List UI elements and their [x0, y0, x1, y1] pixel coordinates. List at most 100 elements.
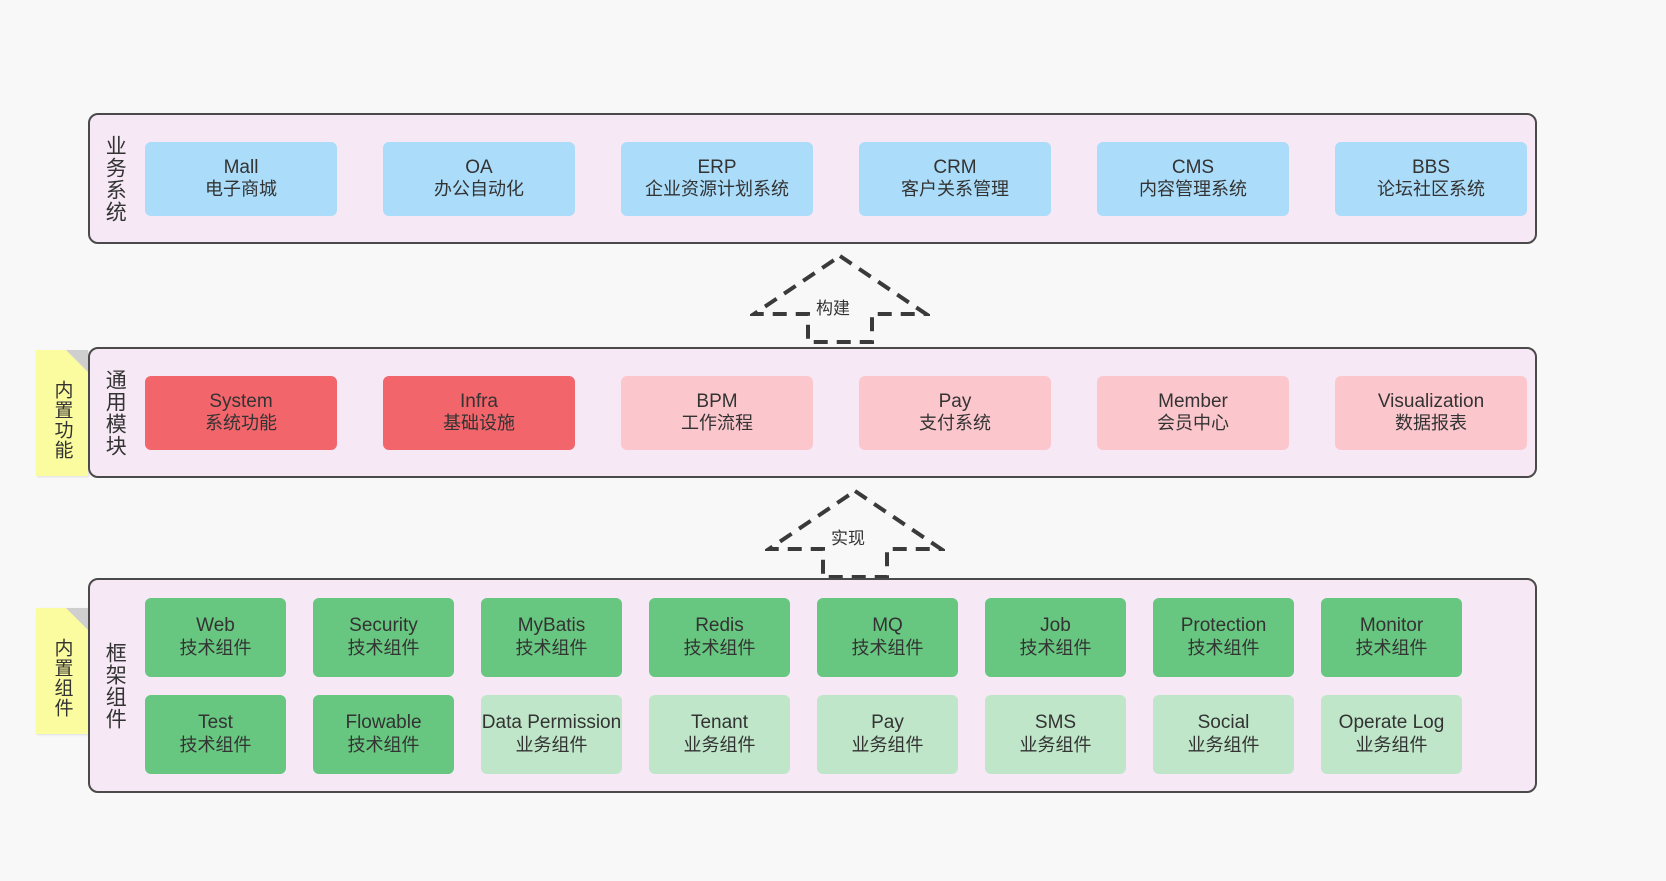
- node-desc: 支付系统: [919, 413, 991, 434]
- layer-business-system: 业务系统 Mall 电子商城 OA 办公自动化 ERP 企业资源计划系统 CRM…: [88, 113, 1537, 244]
- node-desc: 技术组件: [179, 637, 252, 658]
- node-name: System: [209, 390, 273, 412]
- node-name: Redis: [695, 615, 744, 637]
- arrow-implement-label: 实现: [831, 529, 865, 548]
- node-name: Flowable: [345, 712, 422, 734]
- node-name: Pay: [871, 712, 904, 734]
- node-security[interactable]: Security 技术组件: [313, 597, 454, 677]
- node-system[interactable]: System 系统功能: [145, 375, 337, 450]
- layer-title-modules: 通用模块: [103, 368, 127, 457]
- node-name: Job: [1040, 615, 1071, 637]
- node-name: OA: [465, 156, 493, 178]
- node-desc: 业务组件: [851, 734, 924, 755]
- node-desc: 业务组件: [1019, 734, 1092, 755]
- node-desc: 数据报表: [1395, 413, 1467, 434]
- node-name: BBS: [1411, 156, 1451, 178]
- node-name: Tenant: [690, 712, 749, 734]
- node-bpm[interactable]: BPM 工作流程: [621, 375, 813, 450]
- node-desc: 工作流程: [681, 413, 753, 434]
- node-test[interactable]: Test 技术组件: [145, 694, 286, 774]
- node-pay-module[interactable]: Pay 支付系统: [859, 375, 1051, 450]
- node-job[interactable]: Job 技术组件: [985, 597, 1126, 677]
- node-name: Pay: [938, 390, 972, 412]
- node-name: MyBatis: [517, 615, 586, 637]
- node-mall[interactable]: Mall 电子商城: [145, 141, 337, 216]
- node-infra[interactable]: Infra 基础设施: [383, 375, 575, 450]
- node-name: Visualization: [1377, 390, 1485, 412]
- layer-common-modules: 通用模块 System 系统功能 Infra 基础设施 BPM 工作流程 Pay…: [88, 347, 1537, 478]
- node-desc: 技术组件: [515, 637, 588, 658]
- node-pay-component[interactable]: Pay 业务组件: [817, 694, 958, 774]
- node-name: Operate Log: [1338, 712, 1445, 734]
- layer-row: Web 技术组件 Security 技术组件 MyBatis 技术组件 Redi…: [138, 597, 1525, 677]
- sticky-note-label: 内置功能: [51, 380, 73, 460]
- node-desc: 论坛社区系统: [1377, 179, 1485, 200]
- node-desc: 技术组件: [851, 637, 924, 658]
- layer-title-business: 业务系统: [103, 134, 127, 223]
- layer-row: Test 技术组件 Flowable 技术组件 Data Permission …: [138, 694, 1525, 774]
- node-desc: 业务组件: [683, 734, 756, 755]
- node-flowable[interactable]: Flowable 技术组件: [313, 694, 454, 774]
- layer-row: Mall 电子商城 OA 办公自动化 ERP 企业资源计划系统 CRM 客户关系…: [138, 141, 1527, 216]
- node-desc: 技术组件: [1019, 637, 1092, 658]
- layer-body-framework: Web 技术组件 Security 技术组件 MyBatis 技术组件 Redi…: [138, 580, 1535, 791]
- node-name: Social: [1197, 712, 1250, 734]
- node-desc: 业务组件: [515, 734, 588, 755]
- node-data-permission[interactable]: Data Permission 业务组件: [481, 694, 622, 774]
- node-name: Protection: [1180, 615, 1267, 637]
- node-desc: 技术组件: [1355, 637, 1428, 658]
- node-name: Member: [1158, 390, 1228, 412]
- node-name: ERP: [697, 156, 737, 178]
- layer-body-modules: System 系统功能 Infra 基础设施 BPM 工作流程 Pay 支付系统…: [138, 349, 1537, 476]
- node-desc: 技术组件: [683, 637, 756, 658]
- node-name: Security: [349, 615, 418, 637]
- node-visualization[interactable]: Visualization 数据报表: [1335, 375, 1527, 450]
- node-name: Web: [196, 615, 235, 637]
- node-desc: 技术组件: [347, 734, 420, 755]
- node-redis[interactable]: Redis 技术组件: [649, 597, 790, 677]
- node-name: Monitor: [1359, 615, 1424, 637]
- layer-row: System 系统功能 Infra 基础设施 BPM 工作流程 Pay 支付系统…: [138, 375, 1527, 450]
- layer-framework-components: 框架组件 Web 技术组件 Security 技术组件 MyBatis 技术组件…: [88, 578, 1537, 793]
- node-social[interactable]: Social 业务组件: [1153, 694, 1294, 774]
- node-desc: 企业资源计划系统: [645, 179, 789, 200]
- node-protection[interactable]: Protection 技术组件: [1153, 597, 1294, 677]
- node-name: Infra: [459, 390, 499, 412]
- node-bbs[interactable]: BBS 论坛社区系统: [1335, 141, 1527, 216]
- node-name: Mall: [223, 156, 259, 178]
- node-web[interactable]: Web 技术组件: [145, 597, 286, 677]
- node-desc: 基础设施: [443, 413, 515, 434]
- layer-body-business: Mall 电子商城 OA 办公自动化 ERP 企业资源计划系统 CRM 客户关系…: [138, 115, 1537, 242]
- node-desc: 技术组件: [1187, 637, 1260, 658]
- node-mybatis[interactable]: MyBatis 技术组件: [481, 597, 622, 677]
- node-cms[interactable]: CMS 内容管理系统: [1097, 141, 1289, 216]
- node-tenant[interactable]: Tenant 业务组件: [649, 694, 790, 774]
- node-desc: 内容管理系统: [1139, 179, 1247, 200]
- node-monitor[interactable]: Monitor 技术组件: [1321, 597, 1462, 677]
- node-desc: 技术组件: [347, 637, 420, 658]
- node-desc: 技术组件: [179, 734, 252, 755]
- node-operate-log[interactable]: Operate Log 业务组件: [1321, 694, 1462, 774]
- sticky-note-builtin-components: 内置组件: [36, 608, 88, 734]
- node-oa[interactable]: OA 办公自动化: [383, 141, 575, 216]
- node-name: BPM: [696, 390, 738, 412]
- node-erp[interactable]: ERP 企业资源计划系统: [621, 141, 813, 216]
- node-desc: 办公自动化: [434, 179, 524, 200]
- node-name: Data Permission: [481, 712, 622, 734]
- node-name: CMS: [1171, 156, 1215, 178]
- node-name: MQ: [872, 615, 903, 637]
- node-name: SMS: [1034, 712, 1077, 734]
- node-member[interactable]: Member 会员中心: [1097, 375, 1289, 450]
- node-crm[interactable]: CRM 客户关系管理: [859, 141, 1051, 216]
- node-sms[interactable]: SMS 业务组件: [985, 694, 1126, 774]
- node-mq[interactable]: MQ 技术组件: [817, 597, 958, 677]
- node-name: CRM: [933, 156, 977, 178]
- arrow-build-label: 构建: [816, 299, 850, 318]
- sticky-note-builtin-features: 内置功能: [36, 350, 88, 476]
- layer-title-framework: 框架组件: [103, 641, 127, 730]
- node-name: Test: [198, 712, 233, 734]
- sticky-note-label: 内置组件: [51, 638, 73, 718]
- node-desc: 业务组件: [1355, 734, 1428, 755]
- node-desc: 电子商城: [205, 179, 277, 200]
